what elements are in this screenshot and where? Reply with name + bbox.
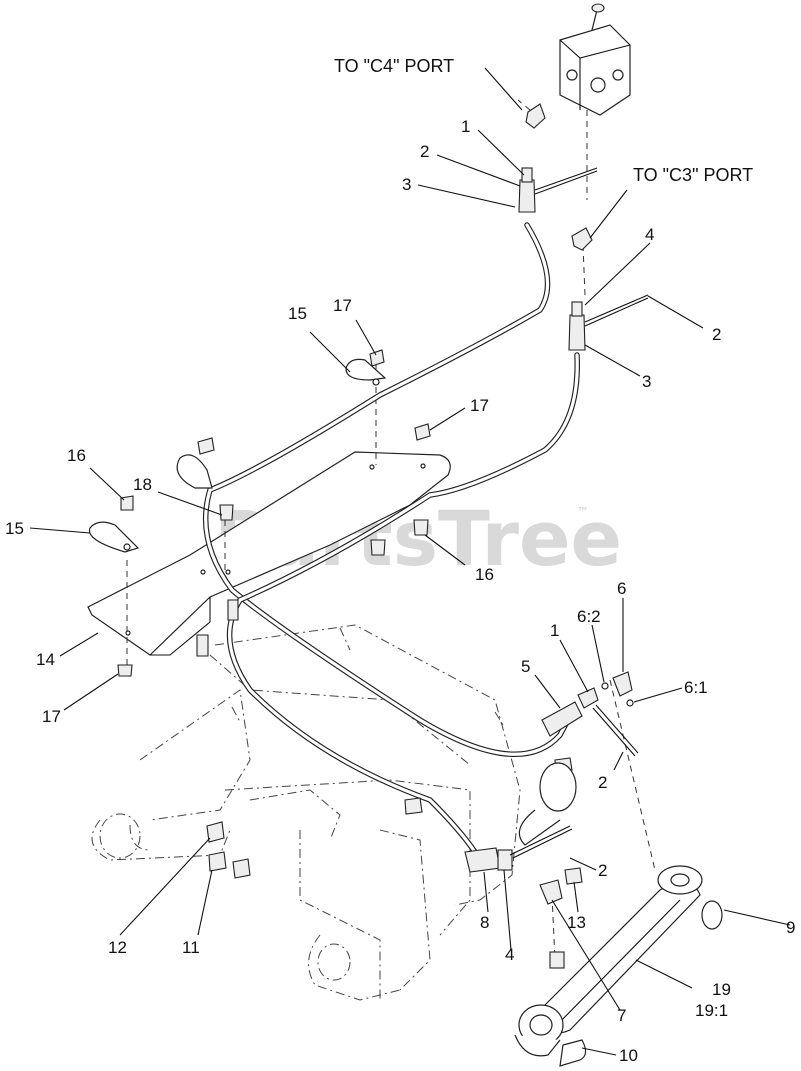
callout-3: 3 (642, 372, 651, 391)
callout-17: 17 (42, 707, 61, 726)
port-labels: TO "C4" PORT TO "C3" PORT (334, 56, 753, 185)
hoses (202, 222, 580, 855)
callout-6: 6 (617, 579, 626, 598)
hydraulic-cylinder (514, 762, 723, 1067)
callout-15: 15 (5, 519, 24, 538)
callout-19-1: 19:1 (695, 1001, 728, 1020)
callout-17: 17 (470, 396, 489, 415)
callout-6-2: 6:2 (577, 607, 601, 626)
callout-16: 16 (475, 565, 494, 584)
callout-1: 1 (461, 117, 470, 136)
callout-9: 9 (786, 918, 795, 937)
fasteners (117, 349, 583, 885)
c4-port-label: TO "C4" PORT (334, 56, 454, 76)
callout-11: 11 (182, 938, 200, 957)
callout-17: 17 (333, 296, 352, 315)
callout-5: 5 (521, 657, 530, 676)
callout-labels: 1 2 3 4 2 3 15 17 17 16 18 15 16 14 17 6… (5, 117, 795, 1065)
callout-6-1: 6:1 (684, 678, 708, 697)
callout-7: 7 (617, 1006, 626, 1025)
callout-3: 3 (402, 175, 411, 194)
callout-2: 2 (598, 773, 607, 792)
fittings (464, 103, 649, 969)
callout-19: 19 (712, 980, 731, 999)
p-clamps (88, 358, 387, 553)
callout-4: 4 (645, 225, 654, 244)
control-valve (559, 3, 631, 116)
watermark-trademark: ™ (577, 505, 589, 519)
callout-4: 4 (505, 945, 514, 964)
callout-1: 1 (550, 621, 559, 640)
callout-10: 10 (619, 1046, 638, 1065)
callout-2: 2 (712, 325, 721, 344)
loader-frame (91, 624, 521, 1001)
callout-2: 2 (598, 861, 607, 880)
c3-port-label: TO "C3" PORT (633, 165, 753, 185)
callout-13: 13 (567, 913, 586, 932)
callout-14: 14 (36, 650, 55, 669)
callout-12: 12 (108, 938, 127, 957)
callout-2: 2 (420, 142, 429, 161)
callout-18: 18 (133, 475, 152, 494)
callout-8: 8 (480, 913, 489, 932)
callout-16: 16 (67, 446, 86, 465)
callout-15: 15 (288, 304, 307, 323)
leader-lines (29, 67, 791, 1056)
